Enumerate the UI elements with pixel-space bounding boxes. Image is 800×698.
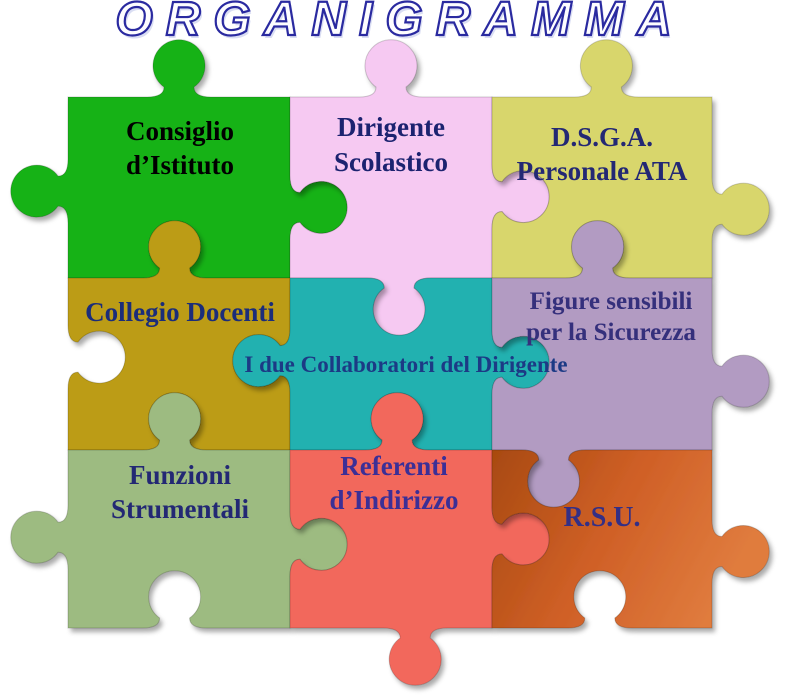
label-line-2: Strumentali — [111, 494, 249, 525]
label-line-1: D.S.G.A. — [550, 122, 653, 152]
label-line-2: Personale ATA — [516, 156, 688, 187]
label-line-1: Figure sensibili — [529, 288, 693, 315]
page-title: ORGANIGRAMMA — [114, 0, 685, 47]
piece-label-referenti-indirizzo: Referenti d’Indirizzo — [284, 450, 504, 518]
piece-label-collaboratori-dirigente: I due Collaboratori del Dirigente — [225, 352, 587, 378]
label-line-2: d’Istituto — [125, 150, 234, 181]
label-line-1: I due Collaboratori del Dirigente — [244, 352, 568, 377]
piece-label-consiglio-istituto: Consiglio d’Istituto — [69, 114, 291, 183]
label-line-2: d’Indirizzo — [329, 484, 459, 515]
label-line-1: Referenti — [340, 451, 448, 481]
piece-label-figure-sensibili: Figure sensibili per la Sicurezza — [498, 286, 724, 348]
label-line-2: per la Sicurezza — [526, 319, 696, 346]
label-line-1: Dirigente — [337, 112, 445, 142]
label-line-1: Collegio Docenti — [85, 297, 275, 327]
label-line-1: Consiglio — [125, 116, 235, 146]
piece-label-dsga-personale-ata: D.S.G.A. Personale ATA — [482, 120, 722, 189]
puzzle-piece-rsu — [491, 449, 770, 629]
piece-label-collegio-docenti: Collegio Docenti — [69, 297, 291, 328]
label-line-2: Scolastico — [334, 147, 448, 178]
label-line-1: Funzioni — [128, 460, 232, 490]
piece-label-dirigente-scolastico: Dirigente Scolastico — [281, 110, 501, 180]
label-line-1: R.S.U. — [563, 502, 641, 533]
piece-label-funzioni-strumentali: Funzioni Strumentali — [69, 458, 291, 527]
piece-label-rsu: R.S.U. — [492, 502, 712, 534]
